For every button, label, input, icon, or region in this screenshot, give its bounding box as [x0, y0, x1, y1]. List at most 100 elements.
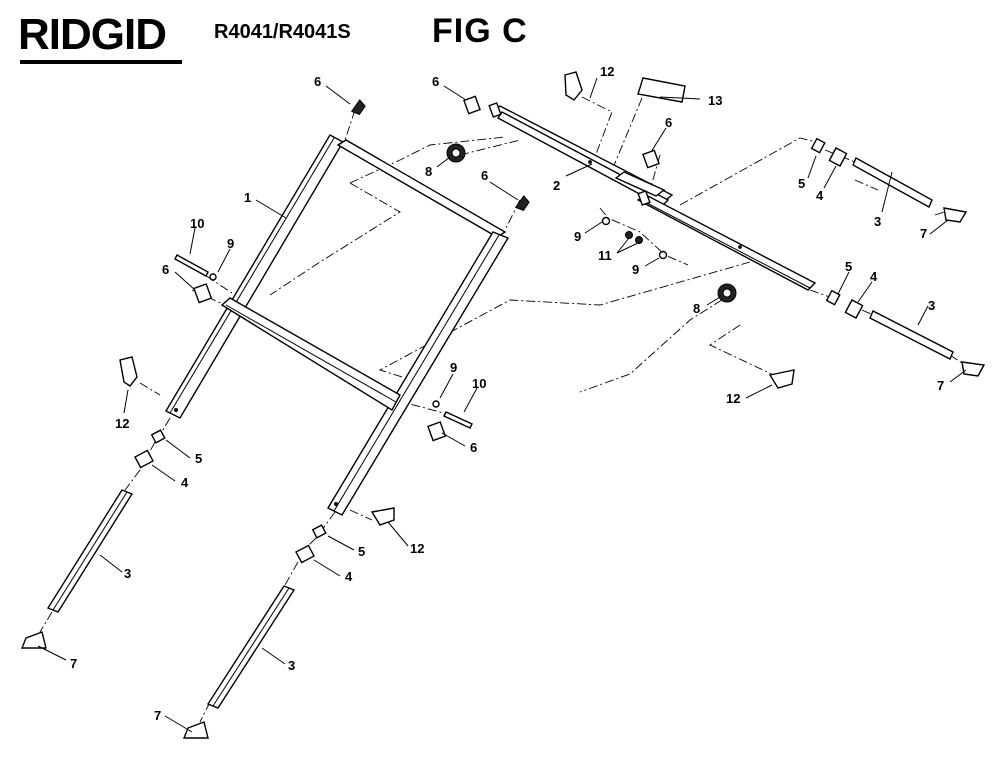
leader-line: [165, 439, 191, 459]
end-cap: [488, 102, 502, 118]
assembly-line: [861, 309, 881, 319]
assembly-line: [284, 561, 299, 586]
bushing: [311, 524, 327, 539]
upper-frame-rail-c: [636, 194, 817, 291]
callout-4: 4: [870, 269, 878, 284]
brand-name: RIDGID: [18, 10, 167, 59]
brand-underline: [20, 60, 182, 64]
collar: [844, 299, 864, 319]
lower-leg-tube: [869, 310, 954, 360]
callout-4: 4: [816, 188, 824, 203]
rail-edge: [333, 234, 500, 512]
tube-edge: [52, 491, 128, 611]
leader-line: [929, 219, 949, 235]
callout-7: 7: [154, 708, 161, 723]
callout-6: 6: [162, 262, 169, 277]
assembly-line: [349, 509, 373, 521]
callout-12: 12: [600, 64, 614, 79]
foot: [20, 631, 47, 649]
callout-5: 5: [798, 176, 805, 191]
brace-edge: [225, 304, 397, 403]
assembly-line: [124, 469, 141, 491]
leader-line: [174, 271, 196, 291]
leader-line: [616, 237, 630, 254]
tube-edge: [212, 587, 290, 707]
callout-12: 12: [115, 416, 129, 431]
callout-4: 4: [181, 475, 189, 490]
lever: [768, 369, 795, 389]
assembly-line: [199, 701, 211, 723]
assembly-line: [679, 137, 821, 206]
collar: [134, 449, 154, 469]
callout-1: 1: [244, 190, 251, 205]
leader-line: [807, 155, 817, 179]
callout-12: 12: [726, 391, 740, 406]
rail-edge: [644, 201, 811, 289]
leader-line: [217, 248, 231, 273]
bushing: [810, 137, 826, 154]
brand-logo: RIDGID: [18, 10, 186, 66]
callout-5: 5: [845, 259, 852, 274]
rivet: [588, 160, 592, 164]
callout-8: 8: [425, 164, 432, 179]
callout-6: 6: [470, 440, 477, 455]
nut: [635, 236, 643, 244]
leader-line: [99, 554, 123, 573]
callout-3: 3: [874, 214, 881, 229]
callout-4: 4: [345, 569, 353, 584]
callout-8: 8: [693, 301, 700, 316]
assembly-line: [39, 611, 53, 633]
callout-3: 3: [928, 298, 935, 313]
assembly-line: [305, 537, 317, 549]
assembly-line: [459, 139, 521, 156]
part-1-leg-frame: [165, 134, 510, 516]
levers: [119, 71, 795, 526]
collar: [295, 544, 315, 564]
callout-11: 11: [598, 248, 612, 263]
frame-left-rail: [165, 134, 344, 419]
callout-2: 2: [553, 178, 560, 193]
washer: [209, 273, 217, 281]
assembly-line: [269, 182, 401, 296]
wheels: [446, 143, 737, 303]
callout-5: 5: [358, 544, 365, 559]
assembly-line: [581, 96, 613, 171]
leader-line: [616, 241, 641, 254]
end-cap: [463, 95, 481, 115]
leader-line: [706, 296, 721, 306]
callout-9: 9: [574, 229, 581, 244]
callout-7: 7: [70, 656, 77, 671]
spring-pin: [350, 99, 366, 115]
assembly-line: [344, 109, 356, 141]
callout-10: 10: [190, 216, 204, 231]
nut: [625, 231, 633, 239]
bolt: [443, 411, 473, 429]
assembly-line: [159, 417, 171, 436]
leader-line: [313, 559, 341, 577]
end-cap: [427, 421, 447, 442]
rail-edge: [169, 137, 335, 414]
model-number: R4041/R4041S: [214, 21, 351, 43]
rivet: [738, 245, 742, 249]
leader-line: [650, 127, 667, 153]
leader-line: [189, 227, 196, 255]
lower-leg-tube: [852, 157, 933, 208]
leader-line: [565, 163, 593, 177]
leader-line: [644, 257, 660, 267]
callout-9: 9: [227, 236, 234, 251]
foot: [943, 207, 968, 223]
leader-line: [151, 464, 176, 482]
bushing: [150, 429, 166, 444]
spring-pins: [350, 99, 530, 211]
leader-line: [261, 647, 286, 665]
frame-top-tube: [336, 139, 507, 238]
leader-line: [949, 369, 967, 383]
callout-12: 12: [410, 541, 424, 556]
assembly-line: [599, 207, 689, 266]
lever: [564, 71, 583, 101]
leader-line: [463, 387, 478, 413]
assembly-line: [949, 354, 966, 366]
bushing: [825, 289, 841, 306]
